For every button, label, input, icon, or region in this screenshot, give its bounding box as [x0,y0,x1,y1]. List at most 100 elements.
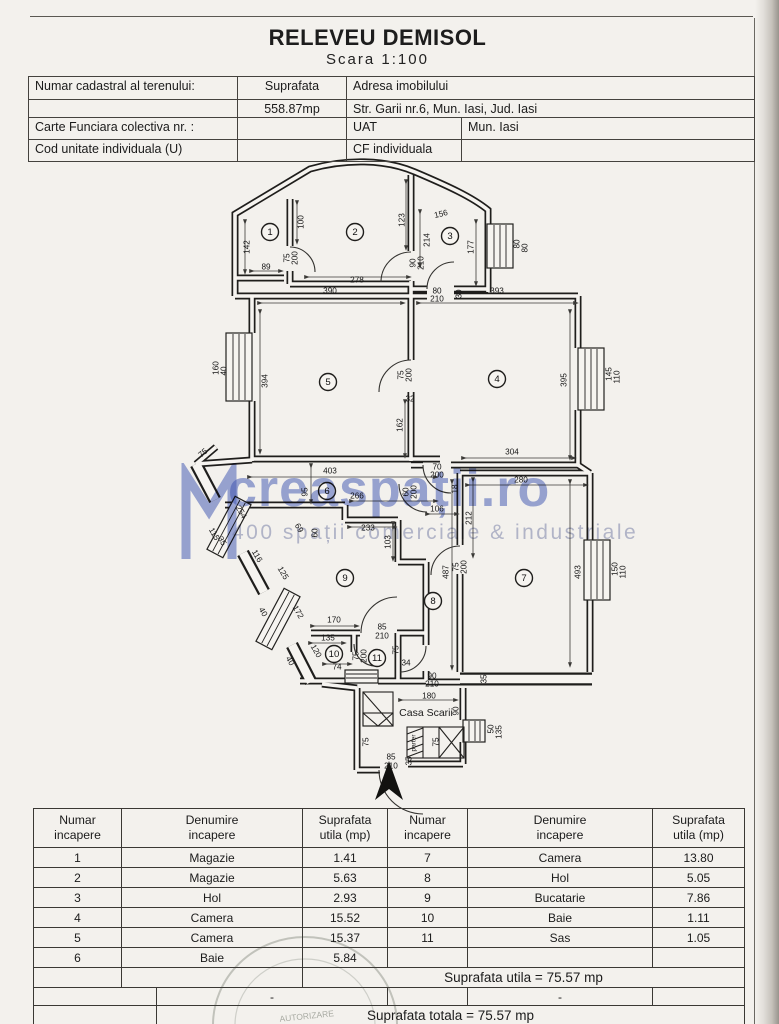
dimension-label: 103 [384,535,393,549]
table-cell: 15.52 [302,908,387,927]
dimension-label: 123 [398,213,407,227]
dimension-label: 180 [422,692,436,701]
dimension-label: 40 [284,655,297,668]
dash-row: - - [34,987,744,1005]
dimension-label: 60 [402,487,411,497]
svg-text:8: 8 [430,596,435,607]
room-number: 1 [260,222,280,242]
dimension-label: 106 [430,505,444,514]
watermark-brand-text: creaspații.ro [228,460,551,518]
suprafata-label: Suprafata [237,77,346,99]
table-cell: 6 [74,950,81,965]
table-cell: 11 [387,928,467,947]
room-number: 7 [514,568,534,588]
scale-label: Scara 1:100 [326,51,429,68]
svg-text:2: 2 [352,227,357,238]
dimension-label: 32 [405,395,415,404]
dimension-label: 278 [350,276,364,285]
carte-funciara-label: Carte Funciara colectiva nr. : [29,117,237,139]
dimension-label: 304 [505,448,519,457]
table-cell: 13.80 [652,848,744,867]
table-cell: Hol [467,868,652,887]
page-frame-top [30,16,753,17]
table-cell: 4 [74,910,81,925]
table-cell: Magazie [121,848,302,867]
cod-unitate-label: Cod unitate individuala (U) [29,139,237,161]
dimension-label: 85 [386,753,396,762]
dimension-label: 90 [409,258,418,268]
table-cell: Camera [121,908,302,927]
room-number: 9 [335,568,355,588]
table-cell [34,968,121,987]
dimension-label: 393 [490,287,504,296]
dimension-label: 394 [261,374,270,388]
dimension-label: 75 [197,446,210,459]
table-cell: Camera [121,928,302,947]
dimension-label: 210 [384,762,398,771]
cadastral-header-table: Numar cadastral al terenului: Suprafata … [28,76,755,162]
dimension-label: 30 [455,289,464,299]
dimension-label: 200 [430,471,444,480]
table-cell: Hol [121,888,302,907]
table-cell: 5.05 [652,868,744,887]
dimension-label: 69 [293,522,306,535]
dimension-label: 120 [309,643,324,660]
table-header-cell: Suprafata utila (mp) [302,809,387,847]
svg-text:4: 4 [494,374,500,385]
stairs [362,691,465,759]
table-cell: 1 [74,850,81,865]
room-number: 4 [487,369,507,389]
dimension-label: 40 [257,606,270,619]
door-arc [289,246,316,273]
parter-label: parter [411,734,418,752]
dimension-label: 210 [417,256,426,270]
window-icon [486,223,514,269]
suprafata-utila-total: Suprafata utila = 75.57 mp [302,968,744,987]
room-number: 5 [318,372,338,392]
dimension-label: 35 [216,535,229,548]
dimension-label: 100 [297,215,306,229]
dimension-label: 125 [276,565,291,582]
table-cell: 1.11 [652,908,744,927]
dimension-lines [243,179,589,702]
dimension-label: 150 [611,562,620,576]
dimension-label: 89 [261,263,271,272]
dimension-label: 200 [360,649,369,663]
dimension-label: 85 [377,623,387,632]
svg-text:10: 10 [329,649,340,660]
cf-label: CF individuala [346,139,461,161]
dimension-label: 177 [467,240,476,254]
dimension-label: 50 [487,724,496,734]
door-arc [378,359,412,393]
numar-cadastral-value [29,99,237,117]
dimension-label: 156 [433,208,449,220]
dimension-label: 212 [465,511,474,525]
watermark: creaspații.ro 400 spații comerciale & in… [178,455,636,565]
door-arc [353,643,377,667]
dimension-label: 35 [480,674,489,684]
dimension-label: 200 [291,251,300,265]
room-number: 6 [317,481,337,501]
table-header-cell: Denumire incapere [467,809,652,847]
table-header-cell: Denumire incapere [121,809,302,847]
dimension-label: 135 [321,634,335,643]
table-cell: 2 [74,870,81,885]
dimension-label: 110 [613,370,622,383]
table-cell: 1.05 [652,928,744,947]
dimension-label: 80 [521,243,530,253]
uat-value: Mun. Iasi [461,117,754,139]
dimension-label: 145 [605,367,614,381]
dimension-label: 172 [291,604,306,621]
dimension-label: 210 [430,295,444,304]
north-arrow [375,761,403,800]
dimension-label: 40 [220,366,229,376]
uat-label: UAT [346,117,461,139]
watermark-logo-icon [181,463,237,559]
table-cell: 5 [74,930,81,945]
total-utila-row: Suprafata utila = 75.57 mp [34,967,744,987]
